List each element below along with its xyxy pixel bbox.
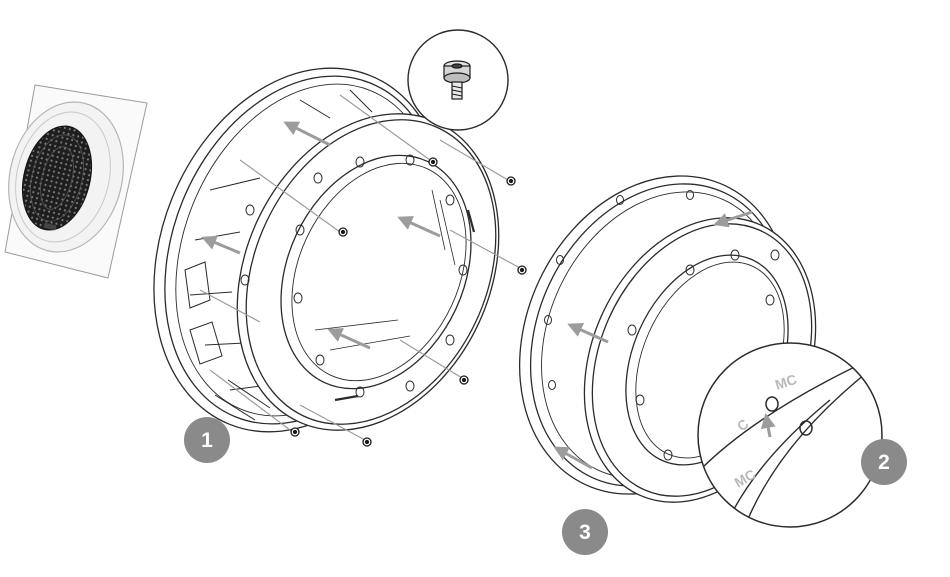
screw bbox=[363, 438, 371, 446]
step-number: 2 bbox=[878, 451, 890, 474]
screw bbox=[429, 158, 437, 166]
step-number: 3 bbox=[579, 521, 591, 544]
screw-detail-callout bbox=[408, 30, 508, 130]
installed-speaker-thumbnail bbox=[0, 85, 147, 278]
step-badge-2: 2 bbox=[861, 439, 907, 485]
step-badge-3: 3 bbox=[562, 509, 608, 555]
screw bbox=[339, 228, 347, 236]
step-badge-1: 1 bbox=[184, 417, 230, 463]
screw bbox=[291, 428, 299, 436]
screw bbox=[518, 266, 526, 274]
step-number: 1 bbox=[201, 429, 213, 452]
orientation-detail-callout: MC C MC bbox=[698, 343, 882, 540]
screw bbox=[507, 177, 515, 185]
screw bbox=[460, 376, 468, 384]
